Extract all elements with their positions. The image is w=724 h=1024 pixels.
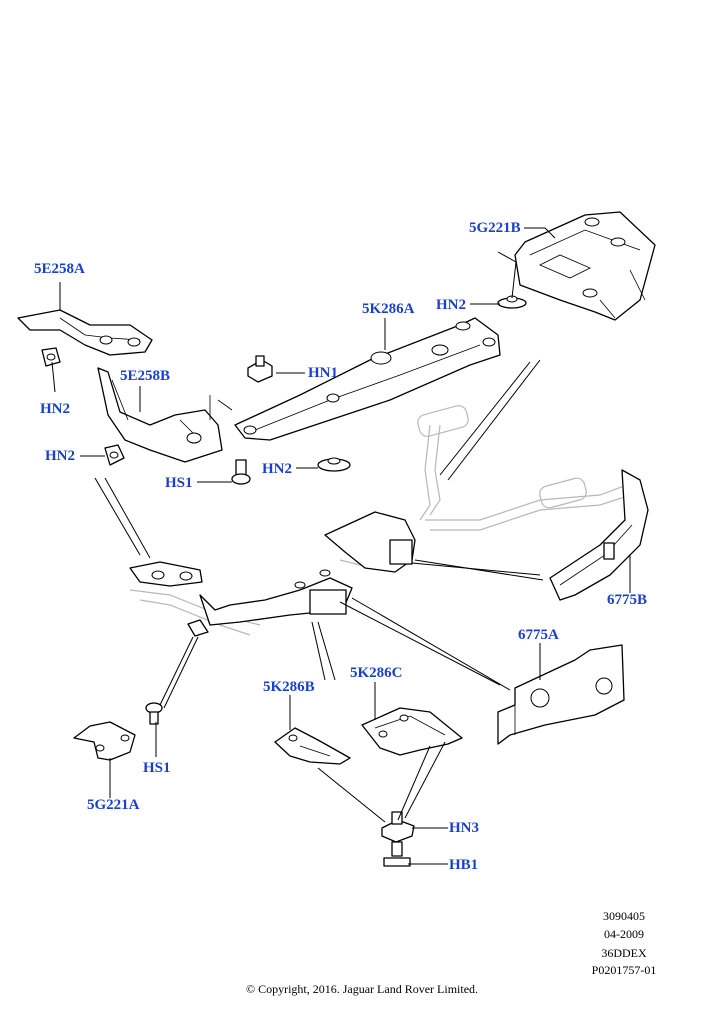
callout-HN2-mid: HN2 [45, 448, 75, 464]
nut-HN2-center [317, 457, 351, 472]
exhaust-system-ghost [129, 405, 641, 636]
part-5E258B [97, 367, 233, 463]
callout-HN3: HN3 [449, 820, 479, 836]
callout-5G221A: 5G221A [87, 797, 140, 813]
copyright-notice: © Copyright, 2016. Jaguar Land Rover Lim… [245, 982, 479, 996]
callout-5K286B: 5K286B [263, 679, 315, 695]
callout-5K286A: 5K286A [362, 301, 415, 317]
part-5G221B [514, 211, 656, 321]
callout-5G221B: 5G221B [469, 220, 521, 236]
nut-HN1 [247, 355, 273, 383]
part-5G221A [73, 721, 136, 761]
bolt-HB1 [383, 841, 411, 867]
callout-HB1: HB1 [449, 857, 479, 873]
nut-HN2-left [41, 347, 61, 367]
part-6775B [549, 469, 649, 601]
callout-HN1: HN1 [308, 365, 338, 381]
stud-HS1-top [231, 459, 251, 485]
callout-6775A: 6775A [518, 627, 559, 643]
part-5E258A [17, 309, 153, 356]
callout-HS1-top: HS1 [165, 475, 193, 491]
callout-HN2-center: HN2 [262, 461, 292, 477]
ref-number: 3090405 [603, 909, 645, 923]
stud-HS1-bottom [145, 702, 163, 725]
ref-date: 04-2009 [604, 927, 644, 941]
nut-HN2-top [497, 295, 527, 309]
central-assembly [129, 511, 416, 637]
part-5K286C [361, 707, 463, 756]
callout-HN2-left: HN2 [40, 401, 70, 417]
callout-HN2-top: HN2 [436, 297, 466, 313]
callout-5E258B: 5E258B [120, 368, 171, 384]
leader-lines [51, 227, 631, 865]
callout-5E258A: 5E258A [34, 261, 85, 277]
callout-6775B: 6775B [607, 592, 648, 608]
callout-HS1-bottom: HS1 [143, 760, 171, 776]
nut-HN2-mid [104, 444, 125, 466]
ref-model-code: 36DDEX [601, 946, 647, 960]
part-6775A [497, 644, 625, 745]
part-5K286A [234, 317, 501, 441]
ref-illustration-id: P0201757-01 [591, 963, 657, 977]
callout-5K286C: 5K286C [350, 665, 403, 681]
part-5K286B [274, 727, 351, 765]
nut-HN3 [381, 811, 415, 843]
